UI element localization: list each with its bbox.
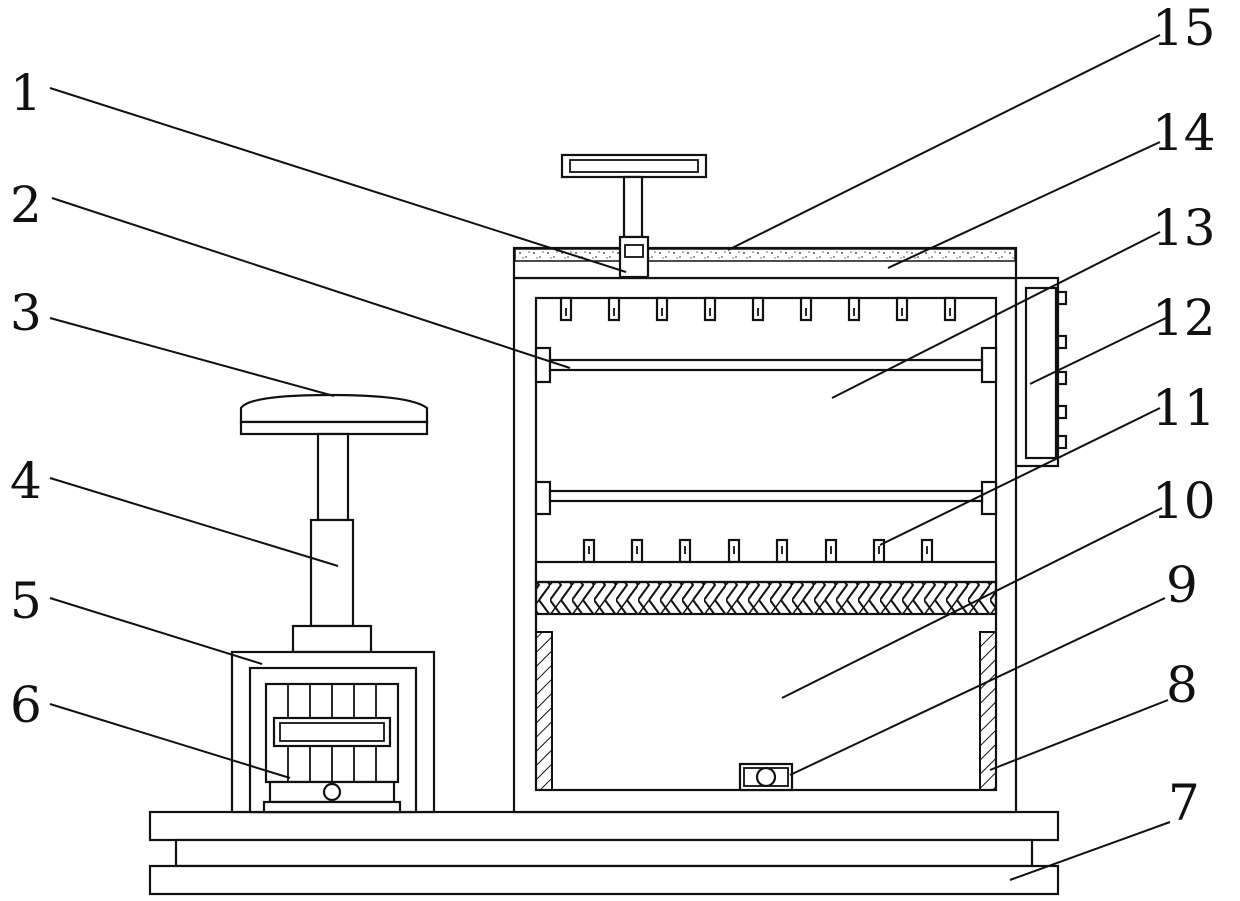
callout-5: 5 bbox=[10, 572, 42, 630]
control-panel bbox=[1016, 278, 1066, 466]
top-nozzle-row bbox=[561, 298, 955, 320]
callout-8: 8 bbox=[1166, 656, 1198, 714]
top-cover bbox=[514, 248, 1016, 278]
callout-4: 4 bbox=[10, 452, 42, 510]
drain-valve bbox=[740, 764, 792, 790]
callout-13: 13 bbox=[1152, 199, 1216, 257]
filter-layer bbox=[536, 562, 996, 614]
callout-14: 14 bbox=[1152, 104, 1216, 162]
callout-1: 1 bbox=[10, 64, 42, 122]
callout-9: 9 bbox=[1166, 556, 1198, 614]
callout-3: 3 bbox=[10, 284, 42, 342]
callout-6: 6 bbox=[10, 676, 42, 734]
callout-2: 2 bbox=[10, 176, 42, 234]
callout-10: 10 bbox=[1152, 472, 1216, 530]
callout-12: 12 bbox=[1152, 289, 1216, 347]
seat-unit bbox=[232, 395, 434, 812]
callout-11: 11 bbox=[1152, 379, 1216, 437]
callout-7: 7 bbox=[1168, 774, 1200, 832]
base-plate bbox=[150, 812, 1058, 894]
callout-15: 15 bbox=[1152, 0, 1216, 57]
